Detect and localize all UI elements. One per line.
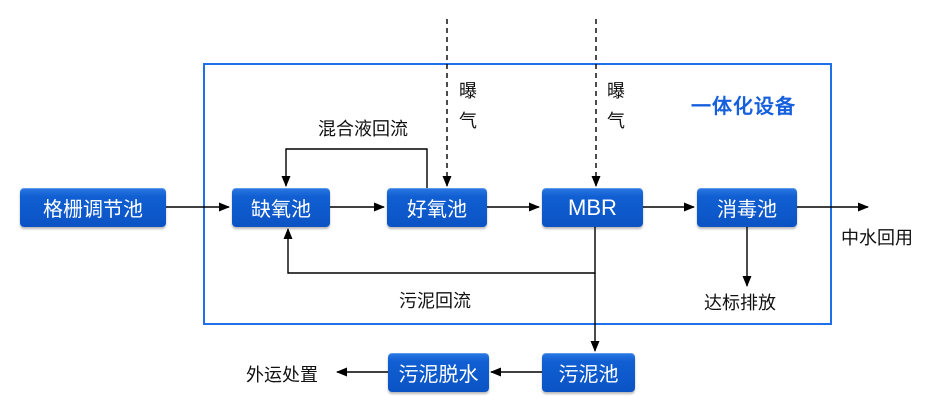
label-compliant-discharge: 达标排放 — [704, 293, 776, 313]
label-sludge-return: 污泥回流 — [399, 291, 471, 311]
label-aeration-mbr: 曝气 — [607, 81, 625, 131]
node-disinfection-tank: 消毒池 — [697, 188, 797, 227]
node-grid-adjust-tank: 格栅调节池 — [20, 188, 166, 227]
node-sludge-dewatering: 污泥脱水 — [388, 353, 489, 392]
node-aerobic-tank: 好氧池 — [387, 188, 487, 227]
node-mbr: MBR — [542, 188, 643, 227]
node-sludge-tank: 污泥池 — [542, 353, 635, 392]
label-offsite-disposal: 外运处置 — [246, 365, 318, 385]
label-mixed-liquor-return: 混合液回流 — [318, 119, 408, 139]
node-anoxic-tank: 缺氧池 — [232, 188, 330, 227]
label-reclaimed-water-reuse: 中水回用 — [841, 228, 913, 248]
label-aeration-aerobic: 曝气 — [459, 81, 477, 131]
integrated-equipment-container — [203, 63, 832, 325]
integrated-equipment-label: 一体化设备 — [691, 96, 796, 118]
